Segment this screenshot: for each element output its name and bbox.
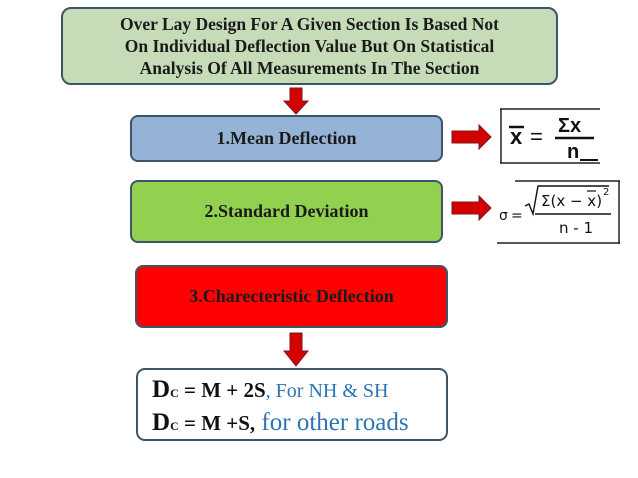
right-arrow-1-shape — [451, 123, 492, 151]
dc-scope-1: For NH & SH — [270, 380, 389, 402]
std-exp: 2 — [603, 187, 609, 198]
statement-line-2: On Individual Deflection Value But On St… — [124, 36, 495, 56]
formula-line-other-roads: DC = M +S, for other roads — [152, 408, 446, 441]
dc-symbol-1: D — [152, 376, 171, 403]
mean-formula-svg: x = Σx n — [500, 108, 600, 164]
down-arrow-2 — [282, 332, 310, 367]
std-den: n - 1 — [559, 219, 593, 237]
sqrt-sign — [524, 185, 609, 217]
right-arrow-2 — [451, 194, 492, 222]
statement-line-3: Analysis Of All Measurements In The Sect… — [139, 58, 480, 78]
down-arrow-1 — [282, 87, 310, 115]
right-arrow-1 — [451, 123, 492, 151]
statement-box: Over Lay Design For A Given Section Is B… — [61, 7, 558, 85]
mean-num: Σx — [558, 115, 581, 137]
characteristic-deflection-label: 3.Charecteristic Deflection — [189, 286, 394, 306]
dc-separator-1: , — [265, 380, 271, 402]
standard-deviation-box: 2.Standard Deviation — [130, 180, 443, 243]
mean-formula: x = Σx n — [500, 108, 600, 164]
down-arrow-1-shape — [282, 87, 310, 115]
std-eq: = — [511, 208, 523, 224]
mean-lhs: x — [510, 124, 523, 149]
standard-deviation-label: 2.Standard Deviation — [204, 201, 369, 221]
dc-equation-2: = M +S, — [178, 411, 256, 435]
dc-scope-2: for other roads — [255, 409, 409, 436]
dc-subscript-2: C — [170, 419, 179, 433]
mean-deflection-label: 1.Mean Deflection — [216, 128, 357, 148]
down-arrow-2-shape — [282, 332, 310, 367]
mean-eq: = — [530, 124, 543, 149]
right-arrow-2-shape — [451, 194, 492, 222]
characteristic-deflection-formulas: DC = M + 2S, For NH & SH DC = M +S, for … — [136, 368, 448, 441]
mean-deflection-box: 1.Mean Deflection — [130, 115, 443, 162]
mean-den: n — [567, 141, 579, 163]
std-num: Σ(x − x) — [541, 192, 602, 210]
dc-subscript-1: C — [170, 386, 179, 400]
std-lhs: σ — [499, 208, 508, 224]
dc-equation-1: = M + 2S — [178, 378, 266, 402]
characteristic-deflection-box: 3.Charecteristic Deflection — [135, 265, 448, 328]
std-formula-svg: σ = Σ(x − x) 2 n - 1 — [497, 180, 620, 244]
statement-line-1: Over Lay Design For A Given Section Is B… — [119, 14, 500, 34]
std-formula: σ = Σ(x − x) 2 n - 1 — [497, 180, 620, 244]
dc-symbol-2: D — [152, 409, 171, 436]
formula-line-nh-sh: DC = M + 2S, For NH & SH — [152, 375, 446, 408]
